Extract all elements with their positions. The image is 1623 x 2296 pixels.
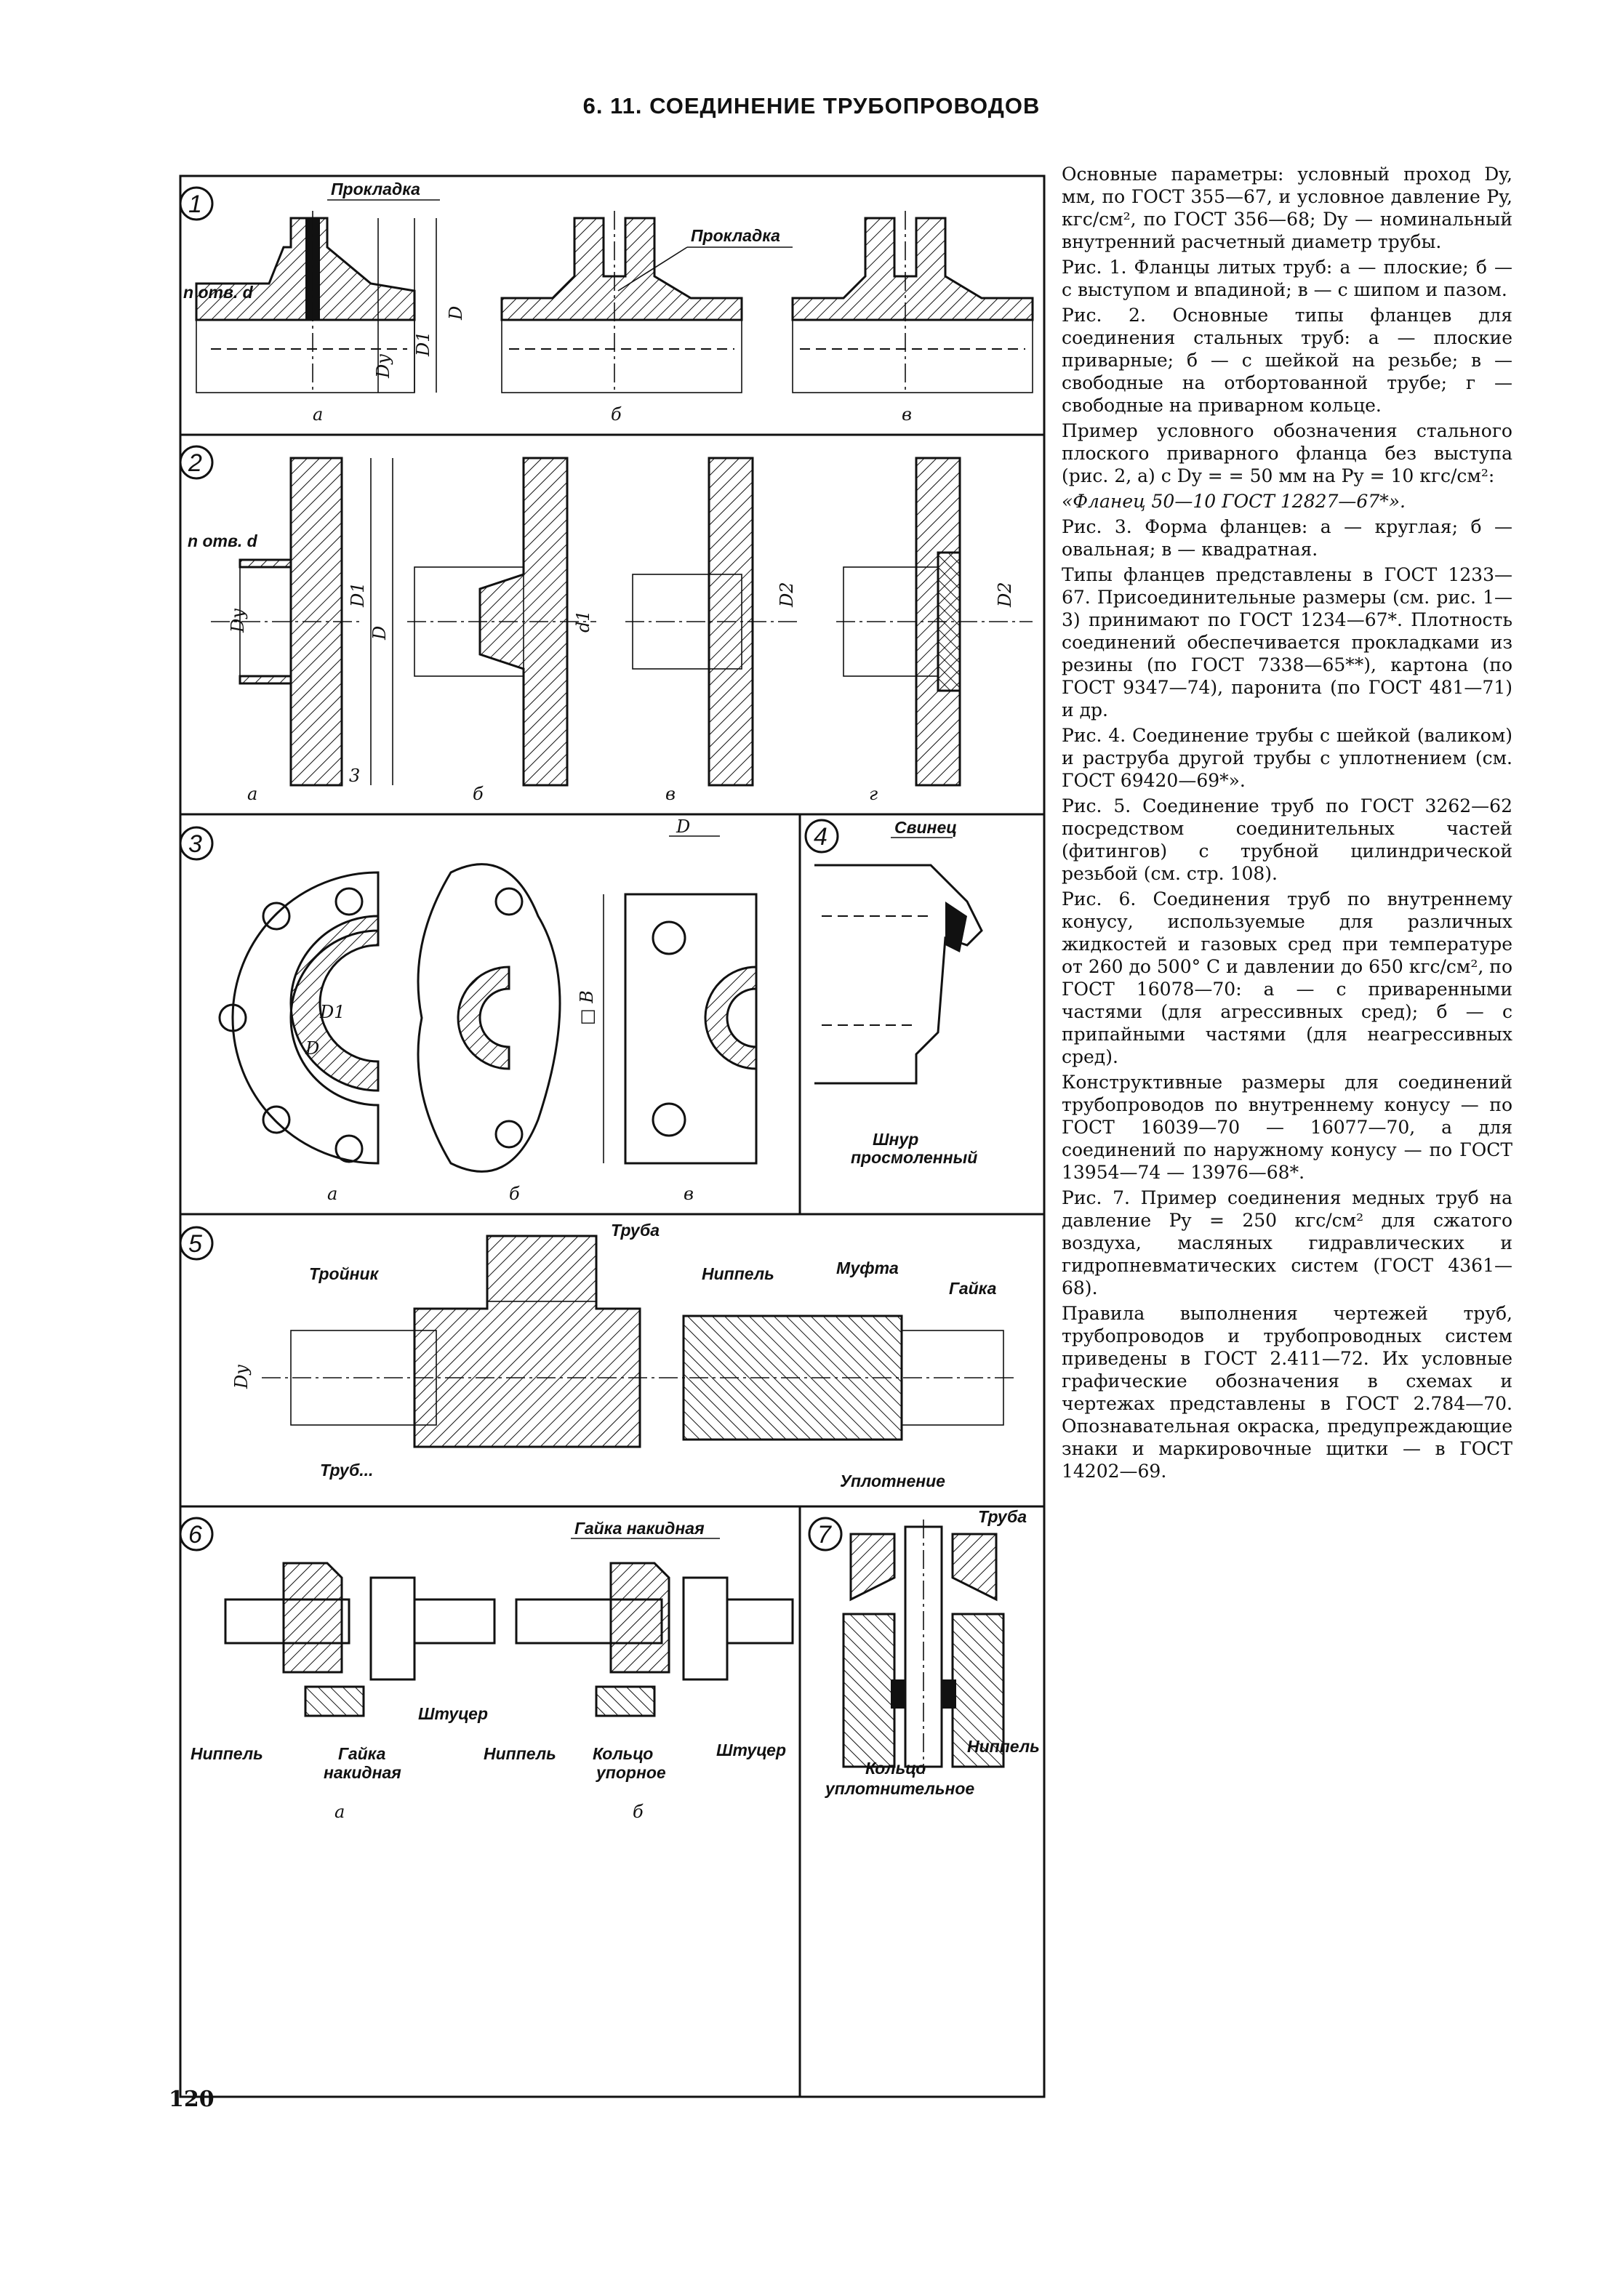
svg-text:Прокладка: Прокладка [691, 226, 780, 245]
svg-text:Ниппель: Ниппель [484, 1744, 556, 1763]
paragraph: «Фланец 50—10 ГОСТ 12827—67*». [1062, 491, 1406, 512]
svg-text:D: D [369, 626, 390, 641]
svg-text:Прокладка: Прокладка [331, 180, 420, 198]
svg-text:Ниппель: Ниппель [967, 1737, 1040, 1756]
svg-text:Муфта: Муфта [836, 1259, 899, 1277]
figures-frame [179, 174, 1046, 2098]
svg-text:D2: D2 [777, 582, 797, 608]
svg-text:б: б [473, 784, 484, 804]
svg-text:Кольцо: Кольцо [593, 1744, 653, 1763]
paragraph: Рис. 3. Форма фланцев: а — круглая; б — … [1062, 516, 1512, 560]
svg-text:Ниппель: Ниппель [191, 1744, 263, 1763]
svg-text:Штуцер: Штуцер [716, 1741, 786, 1759]
paragraph: Рис. 4. Соединение трубы с шейкой (валик… [1062, 725, 1512, 791]
svg-text:Штуцер: Штуцер [418, 1704, 488, 1723]
svg-text:Труб...: Труб... [320, 1461, 373, 1480]
svg-text:б: б [611, 404, 622, 425]
svg-text:просмоленный: просмоленный [851, 1148, 977, 1167]
svg-text:Dy: Dy [228, 609, 248, 633]
figure-6-number: 6 [188, 1521, 202, 1549]
svg-text:Труба: Труба [611, 1221, 660, 1240]
svg-text:D: D [676, 816, 690, 837]
svg-text:Тройник: Тройник [309, 1264, 380, 1283]
page-number: 120 [169, 2087, 215, 2112]
svg-text:упорное: упорное [596, 1763, 666, 1782]
paragraph: Рис. 5. Соединение труб по ГОСТ 3262—62 … [1062, 795, 1512, 884]
figure-5-number: 5 [188, 1230, 202, 1258]
svg-text:б: б [633, 1802, 644, 1822]
svg-text:уплотнительное: уплотнительное [825, 1779, 974, 1798]
svg-text:Уплотнение: Уплотнение [840, 1472, 945, 1490]
svg-text:а: а [334, 1802, 345, 1822]
paragraph: Рис. 2. Основные типы фланцев для соедин… [1062, 305, 1512, 416]
svg-text:Dy: Dy [373, 354, 393, 379]
page-title: 6. 11. СОЕДИНЕНИЕ ТРУБОПРОВОДОВ [582, 93, 1041, 119]
paragraph: Основные параметры: условный проход Dy, … [1062, 164, 1512, 252]
figure-2: 2 n отв. d Dy D1 D 3 а d1 б D2 в D2 г [179, 445, 1033, 804]
svg-text:Гайка накидная: Гайка накидная [574, 1519, 705, 1538]
paragraph: Рис. 1. Фланцы литых труб: а — плоские; … [1062, 257, 1512, 300]
figure-3-number: 3 [188, 830, 202, 858]
svg-text:□ B: □ B [577, 990, 597, 1025]
figure-3: 3 D1 D а б □ B D в [179, 816, 758, 1204]
svg-text:Труба: Труба [978, 1507, 1027, 1526]
svg-text:Гайка: Гайка [338, 1744, 386, 1763]
svg-text:Dy: Dy [231, 1365, 252, 1389]
svg-text:Свинец: Свинец [894, 818, 957, 837]
svg-text:в: в [665, 784, 676, 804]
figure-4: 4 Свинец Шнур просмоленный [804, 818, 983, 1167]
paragraph: Рис. 7. Пример соединения медных труб на… [1062, 1187, 1512, 1298]
svg-text:Кольцо: Кольцо [865, 1759, 926, 1778]
svg-text:г: г [869, 784, 878, 804]
svg-text:б: б [509, 1184, 520, 1204]
figure-1-number: 1 [188, 190, 202, 218]
svg-text:n отв. d: n отв. d [188, 531, 258, 550]
figure-7-number: 7 [817, 1521, 832, 1549]
svg-text:n отв. d: n отв. d [183, 283, 254, 302]
svg-text:в: в [684, 1184, 694, 1204]
svg-text:D: D [305, 1038, 319, 1059]
svg-text:а: а [327, 1184, 337, 1204]
paragraph: Конструктивные размеры для соединений тр… [1062, 1072, 1512, 1183]
svg-text:а: а [247, 784, 257, 804]
svg-text:накидная: накидная [324, 1763, 401, 1782]
svg-text:D1: D1 [319, 1002, 345, 1022]
figure-4-number: 4 [814, 823, 827, 851]
svg-text:D: D [446, 306, 466, 321]
svg-text:Ниппель: Ниппель [702, 1264, 774, 1283]
svg-text:D2: D2 [995, 582, 1015, 608]
figure-2-number: 2 [188, 449, 202, 477]
svg-text:Шнур: Шнур [873, 1130, 918, 1149]
svg-text:3: 3 [349, 766, 360, 786]
figure-7: 7 Труба Ниппель Кольцо уплотнительное [808, 1507, 1040, 1798]
svg-text:D1: D1 [348, 582, 368, 608]
figure-6: 6 Гайка накидная Штуцер Ниппель Гайка на… [179, 1517, 794, 1822]
svg-text:d1: d1 [573, 610, 593, 633]
figure-1: 1 Прокладка n отв. d D D1 Dy а Прокладка… [179, 180, 1034, 425]
paragraph: Рис. 6. Соединения труб по внутреннему к… [1062, 888, 1512, 1067]
figure-5: 5 Труба Тройник Ниппель Муфта Гайка Dy Т… [179, 1221, 1018, 1490]
svg-text:а: а [313, 404, 323, 425]
paragraph: Типы фланцев представлены в ГОСТ 1233—67… [1062, 564, 1512, 720]
svg-text:D1: D1 [413, 331, 433, 357]
svg-text:Гайка: Гайка [949, 1279, 997, 1298]
paragraph: Правила выполнения чертежей труб, трубоп… [1062, 1303, 1512, 1482]
paragraph: Пример условного обозначения стального п… [1062, 420, 1512, 486]
text-column: Основные параметры: условный проход Dy, … [1062, 163, 1512, 1485]
svg-text:в: в [902, 404, 912, 425]
